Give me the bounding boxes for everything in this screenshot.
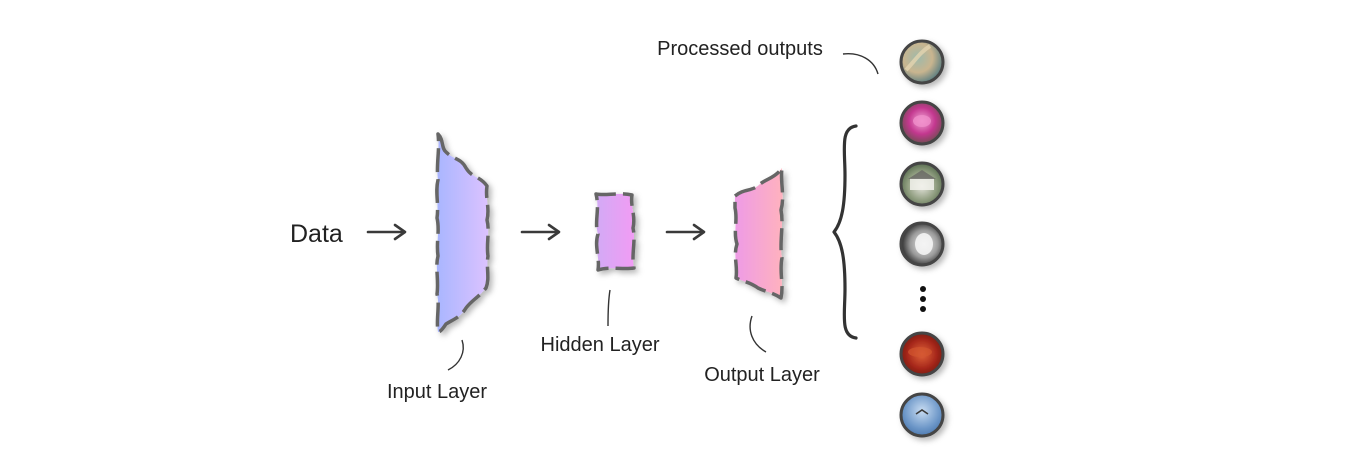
input-layer-shape xyxy=(435,132,490,334)
arrow-hidden-to-output xyxy=(665,223,706,241)
hidden-layer-leader-line xyxy=(607,289,611,327)
outputs-curly-brace xyxy=(832,124,858,340)
hidden-layer-label: Hidden Layer xyxy=(541,334,660,356)
output-layer-label: Output Layer xyxy=(704,364,820,386)
output-layer-shape xyxy=(733,166,785,300)
house-thumbnail xyxy=(899,161,945,207)
coastline-thumbnail xyxy=(899,39,945,85)
arrow-input-to-hidden xyxy=(520,223,561,241)
flower-thumbnail xyxy=(899,100,945,146)
hidden-layer-shape xyxy=(594,192,636,272)
processed-outputs-label: Processed outputs xyxy=(657,38,823,60)
output-layer-leader-line xyxy=(749,315,767,353)
input-layer-leader-line xyxy=(447,339,464,371)
arrow-data-to-input xyxy=(366,223,407,241)
input-layer-label: Input Layer xyxy=(387,381,487,403)
ellipsis-dots xyxy=(920,286,926,312)
bird-thumbnail xyxy=(899,392,945,438)
outputs-label-leader-line xyxy=(842,53,879,75)
dog-thumbnail xyxy=(899,221,945,267)
input-data-label: Data xyxy=(290,220,343,248)
food-thumbnail xyxy=(899,331,945,377)
